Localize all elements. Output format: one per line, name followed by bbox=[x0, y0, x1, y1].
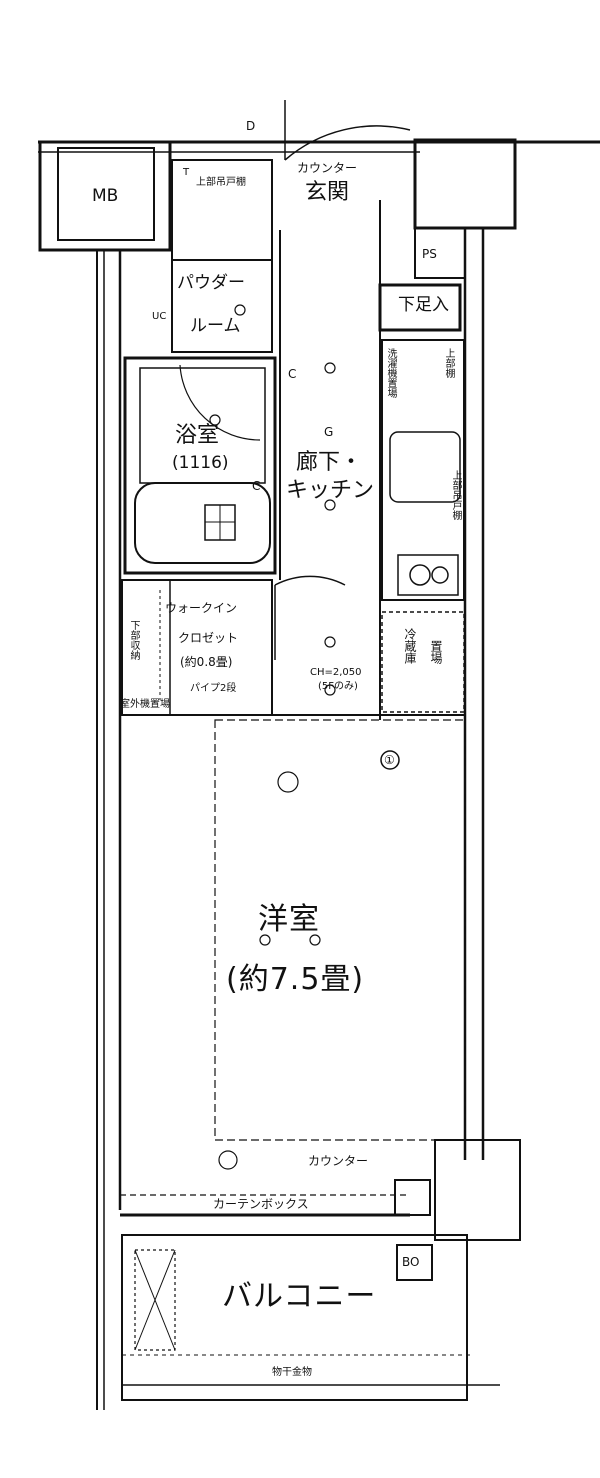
closet-label-1: ウォークイン bbox=[165, 601, 238, 615]
ps-label: PS bbox=[422, 247, 437, 261]
g-mark: G bbox=[324, 425, 334, 439]
western-room-label-2: (約7.5畳) bbox=[226, 962, 365, 997]
balcony-label: バルコニー bbox=[222, 1279, 377, 1314]
bath-label-2: (1116) bbox=[172, 453, 229, 473]
powder-room-label-2: ルーム bbox=[190, 316, 241, 336]
t-mark: T bbox=[183, 167, 190, 178]
hall-kitchen-label-2: キッチン bbox=[286, 478, 375, 503]
ceiling-height-label-1: CH=2,050 bbox=[310, 667, 362, 678]
d-mark: D bbox=[246, 119, 256, 133]
bo-label: BO bbox=[402, 1255, 420, 1269]
curtain-box-label: カーテンボックス bbox=[213, 1197, 309, 1211]
c-mark-1: C bbox=[288, 367, 297, 381]
powder-room-label-1: パウダー bbox=[177, 273, 245, 293]
fridge-label-2: 置場 bbox=[429, 640, 443, 664]
counter-top-label: カウンター bbox=[297, 161, 358, 175]
upper-storage-label: 上部棚 bbox=[443, 348, 454, 378]
closet-label-2: クロゼット bbox=[178, 631, 239, 645]
western-room-label-1: 洋室 bbox=[258, 902, 320, 937]
counter-bottom-label: カウンター bbox=[308, 1154, 369, 1168]
hall-kitchen-label-1: 廊下・ bbox=[296, 450, 363, 475]
outdoor-unit-label: 室外機置場 bbox=[120, 699, 170, 710]
washer-area-label: 洗濯機置場 bbox=[385, 348, 396, 398]
lower-storage-label: 下部収納 bbox=[128, 620, 139, 660]
bath-label-1: 浴室 bbox=[175, 423, 220, 448]
mb-label: MB bbox=[92, 186, 119, 206]
closet-pipe-label: パイプ2段 bbox=[190, 683, 237, 694]
closet-label-3: (約0.8畳) bbox=[180, 655, 233, 669]
upper-cabinet-label: 上部吊戸棚 bbox=[450, 470, 461, 520]
aircon-mark: ① bbox=[384, 753, 395, 767]
c-mark-2: C bbox=[252, 479, 261, 493]
entrance-label: 玄関 bbox=[305, 180, 350, 205]
ceiling-height-label-2: (5Fのみ) bbox=[318, 681, 358, 692]
laundry-hardware-label: 物干金物 bbox=[272, 1367, 312, 1378]
fridge-label-1: 冷蔵庫 bbox=[403, 628, 417, 664]
uc-mark: UC bbox=[152, 311, 167, 322]
upper-shelf-toilet-label: 上部吊戸棚 bbox=[196, 177, 246, 188]
shoe-box-label: 下足入 bbox=[398, 295, 449, 315]
